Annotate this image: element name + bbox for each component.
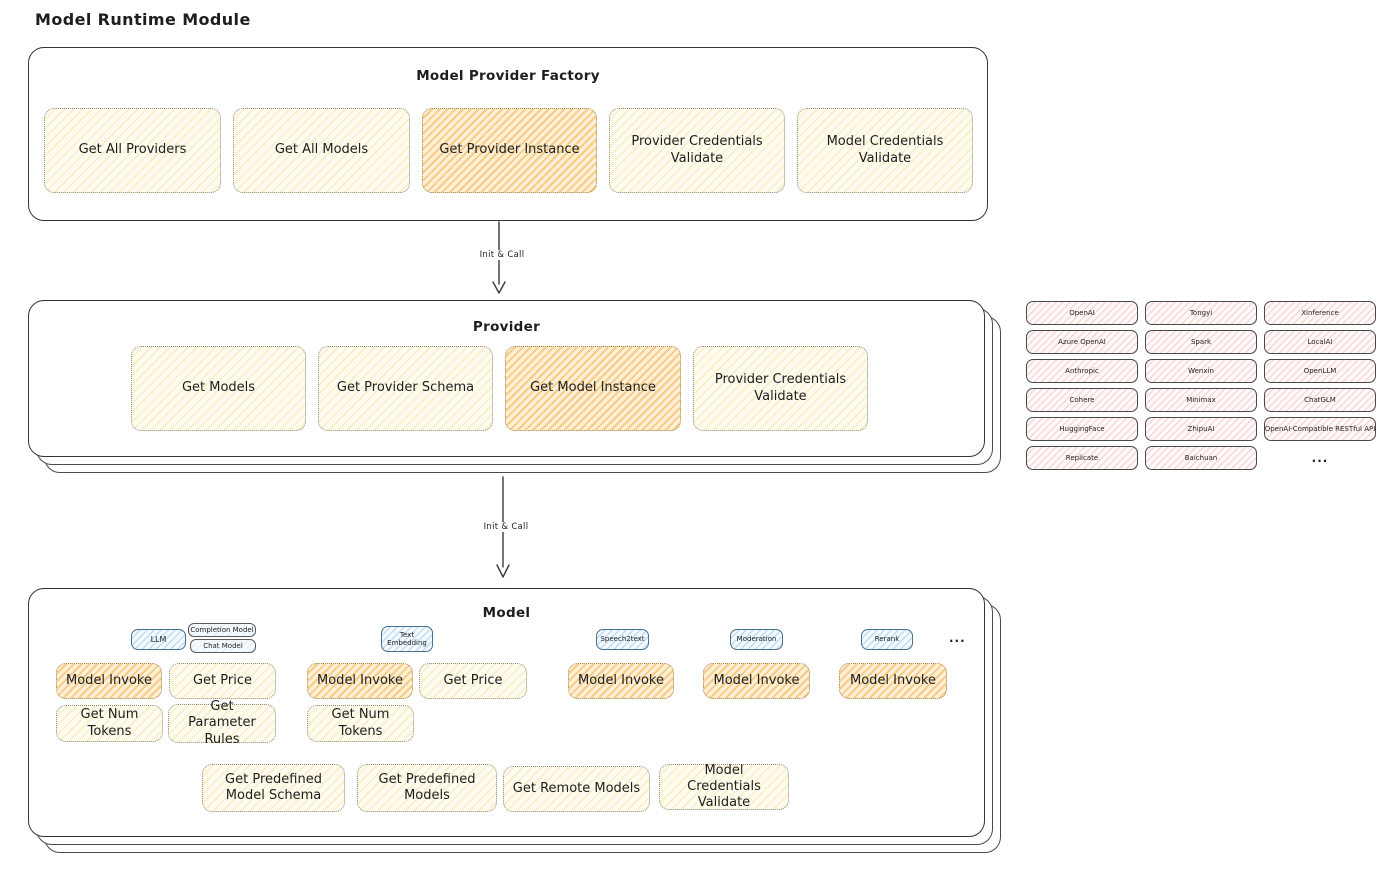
init-call-label-2: Init & Call [463,522,549,532]
provider-list: OpenAI Tongyi Xinference Azure OpenAI Sp… [1026,301,1376,470]
provider-chip-wenxin: Wenxin [1145,359,1257,383]
node-get-models: Get Models [131,346,306,431]
node-get-price-llm: Get Price [169,663,276,699]
node-model-credentials-validate: Model Credentials Validate [797,108,973,193]
node-get-all-providers: Get All Providers [44,108,221,193]
node-get-num-tokens-embedding: Get Num Tokens [307,705,414,742]
node-model-invoke-embedding: Model Invoke [307,663,413,699]
tab-completion-model: Completion Model [188,623,256,637]
node-model-invoke-llm: Model Invoke [56,663,162,699]
provider-chip-openai: OpenAI [1026,301,1138,325]
node-model-invoke-speech2text: Model Invoke [568,663,674,699]
node-get-model-instance: Get Model Instance [505,346,681,431]
node-get-provider-instance: Get Provider Instance [422,108,597,193]
init-call-label-1: Init & Call [459,250,545,260]
node-get-parameter-rules: Get Parameter Rules [168,699,276,747]
model-tabs-more: ... [949,631,966,645]
provider-chip-minimax: Minimax [1145,388,1257,412]
provider-list-more: ... [1311,451,1329,465]
factory-container: Model Provider Factory Get All Providers… [28,47,988,221]
node-provider-credentials-validate-2: Provider Credentials Validate [693,346,868,431]
node-get-price-embedding: Get Price [419,663,527,699]
model-container: Model LLM Completion Model Chat Model Te… [28,588,985,837]
provider-chip-spark: Spark [1145,330,1257,354]
provider-chip-zhipuai: ZhipuAI [1145,417,1257,441]
node-get-remote-models: Get Remote Models [503,766,650,812]
tab-llm: LLM [131,629,186,650]
provider-chip-openai-compatible: OpenAI-Compatible RESTful API [1264,417,1376,441]
node-model-invoke-moderation: Model Invoke [703,663,810,699]
provider-chip-azure-openai: Azure OpenAI [1026,330,1138,354]
tab-chat-model: Chat Model [190,639,256,653]
model-title: Model [482,605,531,621]
node-get-num-tokens-llm: Get Num Tokens [56,705,163,742]
page-title: Model Runtime Module [35,10,251,29]
provider-chip-huggingface: HuggingFace [1026,417,1138,441]
provider-chip-cohere: Cohere [1026,388,1138,412]
factory-title: Model Provider Factory [416,68,600,84]
provider-title: Provider [472,319,541,335]
provider-chip-openllm: OpenLLM [1264,359,1376,383]
node-provider-credentials-validate: Provider Credentials Validate [609,108,785,193]
node-get-all-models: Get All Models [233,108,410,193]
node-model-credentials-validate-2: Model Credentials Validate [659,763,789,810]
tab-moderation: Moderation [730,629,783,650]
provider-chip-localai: LocalAI [1264,330,1376,354]
tab-rerank: Rerank [861,629,913,650]
provider-container: Provider Get Models Get Provider Schema … [28,300,985,457]
node-model-invoke-rerank: Model Invoke [839,663,947,699]
tab-text-embedding: Text Embedding [381,626,433,652]
node-get-predefined-model-schema: Get Predefined Model Schema [202,764,345,812]
provider-chip-xinference: Xinference [1264,301,1376,325]
provider-chip-tongyi: Tongyi [1145,301,1257,325]
provider-chip-replicate: Replicate [1026,446,1138,470]
node-get-provider-schema: Get Provider Schema [318,346,493,431]
provider-chip-chatglm: ChatGLM [1264,388,1376,412]
node-get-predefined-models: Get Predefined Models [357,764,497,812]
provider-chip-baichuan: Baichuan [1145,446,1257,470]
provider-chip-anthropic: Anthropic [1026,359,1138,383]
tab-speech2text: Speech2text [596,629,649,650]
